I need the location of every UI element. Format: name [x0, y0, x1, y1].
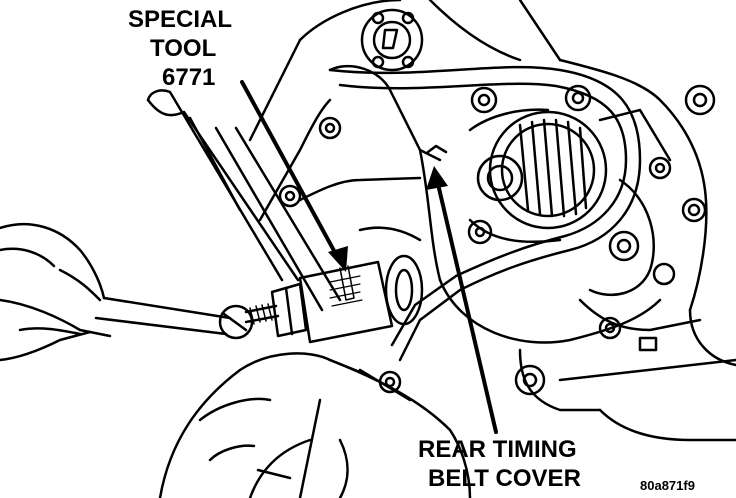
- engine-bolts: [278, 84, 716, 396]
- rear-cover-label-line1: REAR TIMING: [418, 436, 577, 463]
- special-tool-label-line1: SPECIAL: [128, 6, 233, 33]
- callout-arrow-special-tool: [240, 80, 348, 272]
- rear-cover-tab: [426, 144, 448, 154]
- special-tool-6771: [146, 89, 424, 344]
- timing-belt: [328, 65, 642, 362]
- rear-cover-label-line2: BELT COVER: [428, 465, 581, 492]
- figure-code: 80a871f9: [640, 478, 695, 493]
- special-tool-label-line2: TOOL: [150, 35, 217, 62]
- special-tool-label-number: 6771: [162, 64, 216, 91]
- engine-block-outline: [248, 0, 736, 498]
- hand-with-wrench: [0, 222, 232, 362]
- callout-arrow-rear-cover: [426, 166, 498, 434]
- timing-sprocket: [468, 108, 608, 244]
- lower-hand: [158, 352, 362, 498]
- upper-boss: [360, 8, 424, 72]
